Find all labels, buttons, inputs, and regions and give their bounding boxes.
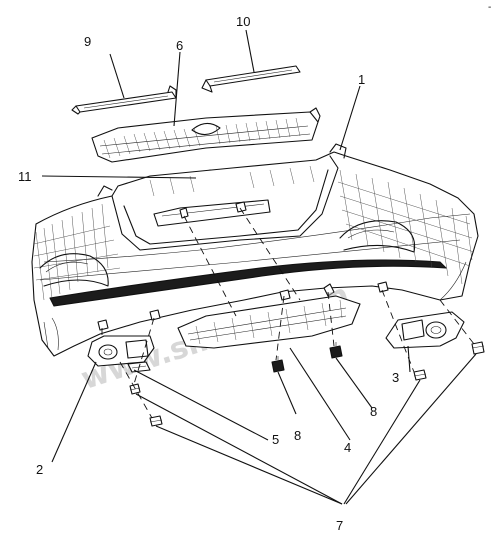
callout-labels: 1 2 3 4 5 6 7 8 8 9 10 11 [18, 14, 399, 533]
callout-2: 2 [36, 462, 43, 477]
left-side-surface-hatching [33, 203, 121, 301]
reflector-bezel-right [385, 311, 465, 349]
callout-3: 3 [392, 370, 399, 385]
fastener-7c [413, 369, 427, 381]
right-side-surface-hatching [337, 169, 475, 285]
clip-8-left [271, 356, 285, 373]
corner-mark: - [488, 2, 491, 13]
grille-mesh-panel [91, 107, 321, 163]
callout-9: 9 [84, 34, 91, 49]
lower-diffuser-grille [177, 295, 361, 349]
grille-mesh-pattern [103, 117, 301, 159]
fastener-7b [149, 415, 163, 427]
callout-11: 11 [18, 169, 32, 184]
callout-6: 6 [176, 38, 183, 53]
callout-1: 1 [358, 72, 365, 87]
callout-8-right: 8 [370, 404, 377, 419]
fastener-7d [471, 341, 485, 355]
callout-8-left: 8 [294, 428, 301, 443]
trim-strip-left [71, 85, 177, 115]
leader-lines [41, 29, 477, 505]
clip-8-right [329, 342, 343, 359]
callout-4: 4 [344, 440, 351, 455]
trim-strip-right [201, 65, 301, 93]
callout-5: 5 [272, 432, 279, 447]
bumper-cover [31, 143, 479, 357]
callout-10: 10 [236, 14, 250, 29]
reflector-bezel-left [87, 335, 155, 367]
callout-7: 7 [336, 518, 343, 533]
